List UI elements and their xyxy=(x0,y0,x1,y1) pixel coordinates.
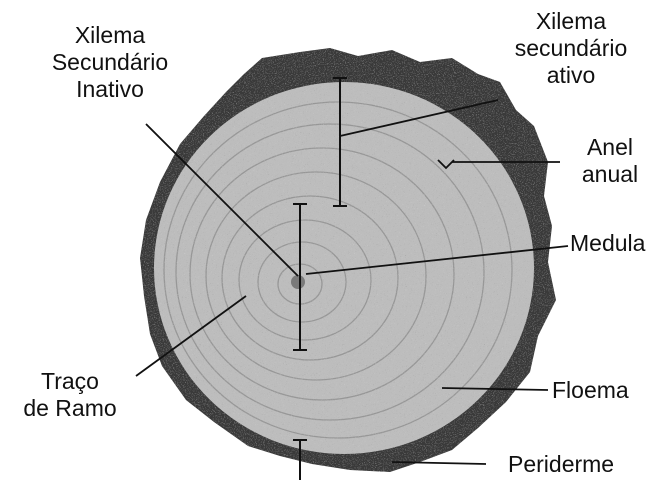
label-xilema-secundario-ativo: Xilema secundário ativo xyxy=(486,8,656,89)
label-xilema-secundario-inativo: Xilema Secundário Inativo xyxy=(30,22,190,103)
label-line: Secundário xyxy=(30,49,190,76)
label-traco-de-ramo: Traço de Ramo xyxy=(6,368,134,422)
label-line: Inativo xyxy=(30,76,190,103)
label-line: secundário xyxy=(486,35,656,62)
label-medula: Medula xyxy=(570,230,645,257)
label-floema: Floema xyxy=(552,377,629,404)
label-anel-anual: Anel anual xyxy=(560,134,660,188)
label-line: anual xyxy=(560,161,660,188)
label-line: Xilema xyxy=(486,8,656,35)
label-line: Traço xyxy=(6,368,134,395)
label-line: ativo xyxy=(486,62,656,89)
label-line: Anel xyxy=(560,134,660,161)
label-line: de Ramo xyxy=(6,395,134,422)
pith xyxy=(291,275,305,289)
label-periderme: Periderme xyxy=(508,451,614,478)
label-line: Xilema xyxy=(30,22,190,49)
